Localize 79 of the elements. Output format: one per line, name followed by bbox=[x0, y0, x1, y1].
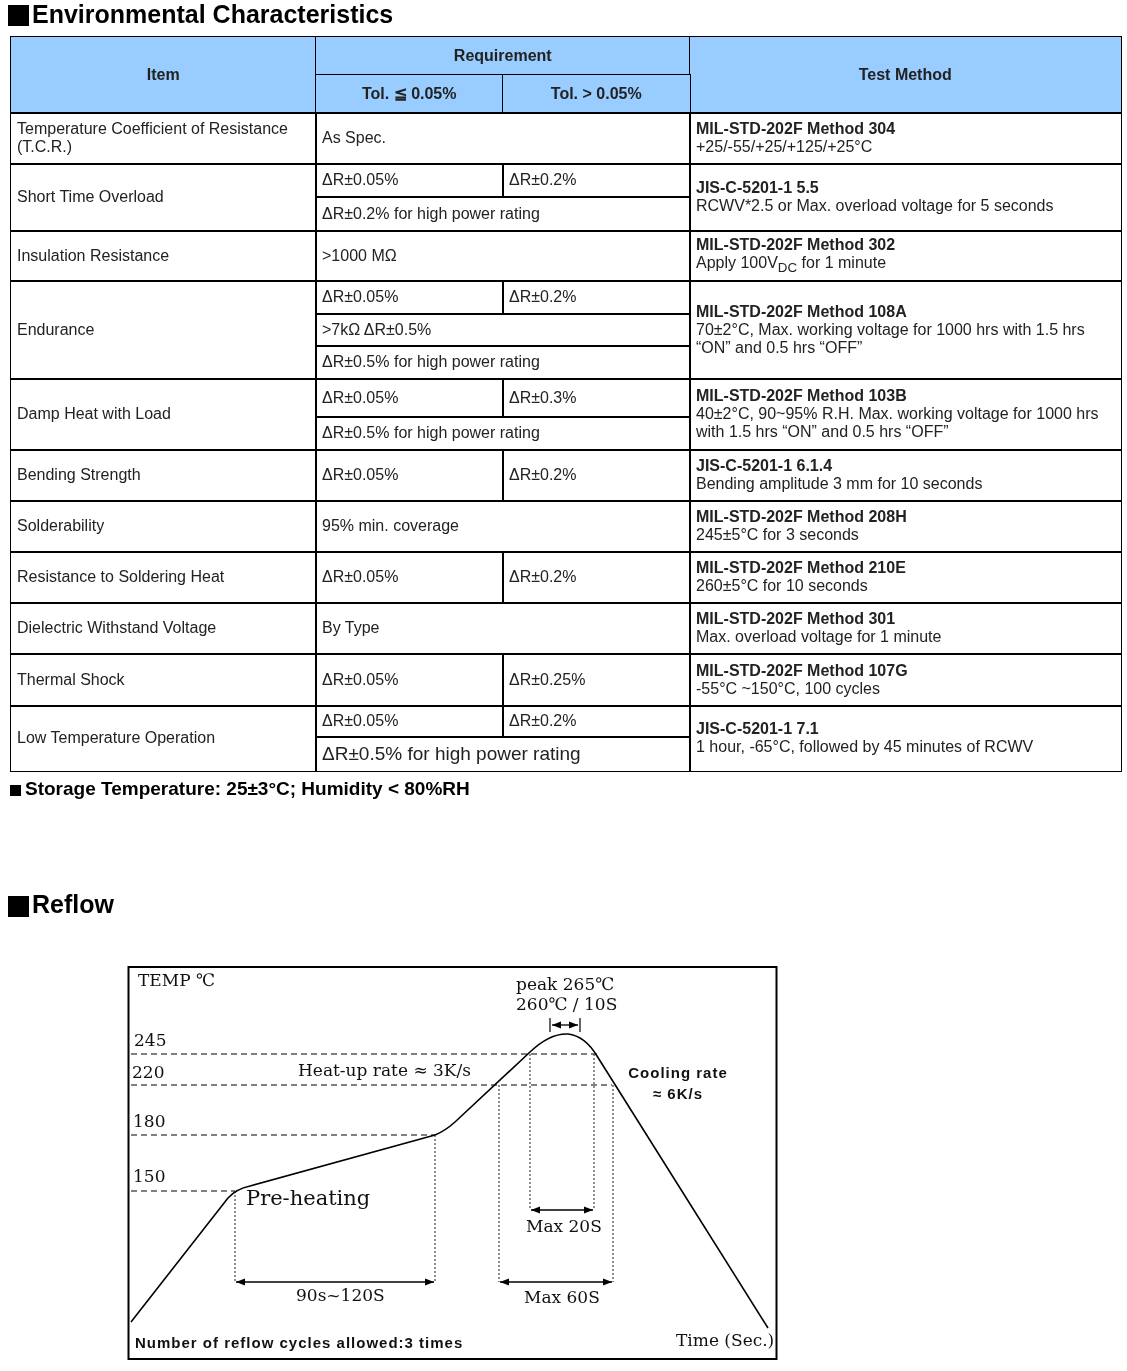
test-standard: MIL-STD-202F Method 107G bbox=[696, 661, 908, 680]
test-item: Temperature Coefficient of Resistance (T.C.R.) bbox=[10, 112, 317, 165]
requirement-value: ΔR±0.05% bbox=[315, 163, 504, 198]
test-condition: Max. overload voltage for 1 minute bbox=[696, 628, 942, 647]
peak-label: 260℃ / 10S bbox=[516, 994, 618, 1014]
test-condition: +25/-55/+25/+125/+25°C bbox=[696, 138, 873, 157]
test-standard: JIS-C-5201-1 5.5 bbox=[696, 179, 819, 198]
tick-label: 150 bbox=[133, 1166, 166, 1186]
test-standard: JIS-C-5201-1 7.1 bbox=[696, 720, 819, 739]
test-item: Bending Strength bbox=[10, 449, 317, 502]
test-item: Dielectric Withstand Voltage bbox=[10, 602, 317, 655]
test-standard: MIL-STD-202F Method 302 bbox=[696, 236, 896, 255]
test-condition: 260±5°C for 10 seconds bbox=[696, 577, 868, 596]
column-header: Requirement bbox=[315, 36, 691, 76]
requirement-value: ΔR±0.5% for high power rating bbox=[315, 416, 691, 451]
section-heading: Environmental Characteristics bbox=[32, 0, 394, 29]
test-item: Thermal Shock bbox=[10, 653, 317, 707]
column-header: Tol. ≦ 0.05% bbox=[315, 74, 504, 114]
requirement-value: ΔR±0.3% bbox=[502, 378, 691, 418]
test-standard: MIL-STD-202F Method 301 bbox=[696, 610, 896, 629]
requirement-value: ΔR±0.5% for high power rating bbox=[315, 345, 691, 380]
requirement-value: As Spec. bbox=[315, 112, 691, 165]
test-condition: 1 hour, -65°C, followed by 45 minutes of RCWV bbox=[696, 738, 1034, 757]
test-condition: 70±2°C, Max. working voltage for 1000 hrs with 1.5 hrs “ON” and 0.5 hrs “OFF” bbox=[696, 320, 1086, 357]
column-header: Test Method bbox=[689, 36, 1122, 114]
requirement-value: ΔR±0.05% bbox=[315, 378, 504, 418]
section-heading: Reflow bbox=[32, 890, 114, 919]
axis-title: TEMP ℃ bbox=[138, 970, 215, 990]
test-standard: MIL-STD-202F Method 208H bbox=[696, 508, 907, 527]
requirement-value: ΔR±0.05% bbox=[315, 280, 504, 315]
test-condition: 245±5°C for 3 seconds bbox=[696, 526, 859, 545]
test-item: Short Time Overload bbox=[10, 163, 317, 232]
requirement-value: ΔR±0.2% bbox=[502, 163, 691, 198]
test-standard: MIL-STD-202F Method 210E bbox=[696, 559, 906, 578]
duration-label: Max 60S bbox=[524, 1287, 600, 1307]
test-item: Solderability bbox=[10, 500, 317, 553]
rate-label: Heat-up rate ≈ 3K/s bbox=[298, 1060, 471, 1080]
requirement-value: ΔR±0.5% for high power rating bbox=[315, 736, 691, 772]
test-item: Insulation Resistance bbox=[10, 230, 317, 282]
requirement-value: ΔR±0.05% bbox=[315, 551, 504, 604]
phase-label: Pre-heating bbox=[246, 1186, 371, 1210]
requirement-value: ΔR±0.25% bbox=[502, 653, 691, 707]
rate-label: Cooling rate ≈ 6K/s bbox=[627, 1063, 729, 1104]
requirement-value: 95% min. coverage bbox=[315, 500, 691, 553]
column-header: Item bbox=[10, 36, 317, 114]
requirement-value: ΔR±0.2% bbox=[502, 449, 691, 502]
requirement-value: ΔR±0.05% bbox=[315, 653, 504, 707]
test-condition: RCWV*2.5 or Max. overload voltage for 5 seconds bbox=[696, 197, 1054, 216]
test-standard: JIS-C-5201-1 6.1.4 bbox=[696, 457, 833, 476]
tick-label: 245 bbox=[134, 1030, 167, 1050]
storage-note: Storage Temperature: 25±3°C; Humidity < 80%RH bbox=[25, 778, 470, 800]
requirement-value: By Type bbox=[315, 602, 691, 655]
test-item: Damp Heat with Load bbox=[10, 378, 317, 451]
test-condition: -55°C ~150°C, 100 cycles bbox=[696, 679, 880, 698]
requirement-value: >7kΩ ΔR±0.5% bbox=[315, 313, 691, 347]
requirement-value: ΔR±0.05% bbox=[315, 705, 504, 738]
test-standard: MIL-STD-202F Method 108A bbox=[696, 302, 907, 321]
requirement-value: ΔR±0.2% bbox=[502, 280, 691, 315]
tick-label: 220 bbox=[132, 1062, 165, 1082]
test-item: Endurance bbox=[10, 280, 317, 380]
duration-label: Max 20S bbox=[526, 1216, 602, 1236]
requirement-value: >1000 MΩ bbox=[315, 230, 691, 282]
requirement-value: ΔR±0.05% bbox=[315, 449, 504, 502]
test-item: Resistance to Soldering Heat bbox=[10, 551, 317, 604]
requirement-value: ΔR±0.2% bbox=[502, 705, 691, 738]
test-standard: MIL-STD-202F Method 304 bbox=[696, 120, 896, 139]
duration-label: 90s~120S bbox=[296, 1285, 385, 1305]
test-condition: Bending amplitude 3 mm for 10 seconds bbox=[696, 475, 983, 494]
requirement-value: ΔR±0.2% for high power rating bbox=[315, 196, 691, 232]
requirement-value: ΔR±0.2% bbox=[502, 551, 691, 604]
test-item: Low Temperature Operation bbox=[10, 705, 317, 772]
test-standard: MIL-STD-202F Method 103B bbox=[696, 387, 907, 406]
column-header: Tol. > 0.05% bbox=[502, 74, 691, 114]
chart-note: Number of reflow cycles allowed:3 times bbox=[135, 1334, 464, 1351]
tick-label: 180 bbox=[133, 1111, 166, 1131]
axis-title: Time (Sec.) bbox=[676, 1330, 775, 1350]
peak-label: peak 265℃ bbox=[516, 974, 615, 994]
test-condition: Apply 100V$_{DC}$ for 1 minute bbox=[696, 254, 887, 276]
test-condition: 40±2°C, 90~95% R.H. Max. working voltage for 1000 hrs with 1.5 hrs “ON” and 0.5 hrs “OFF” bbox=[696, 405, 1100, 442]
